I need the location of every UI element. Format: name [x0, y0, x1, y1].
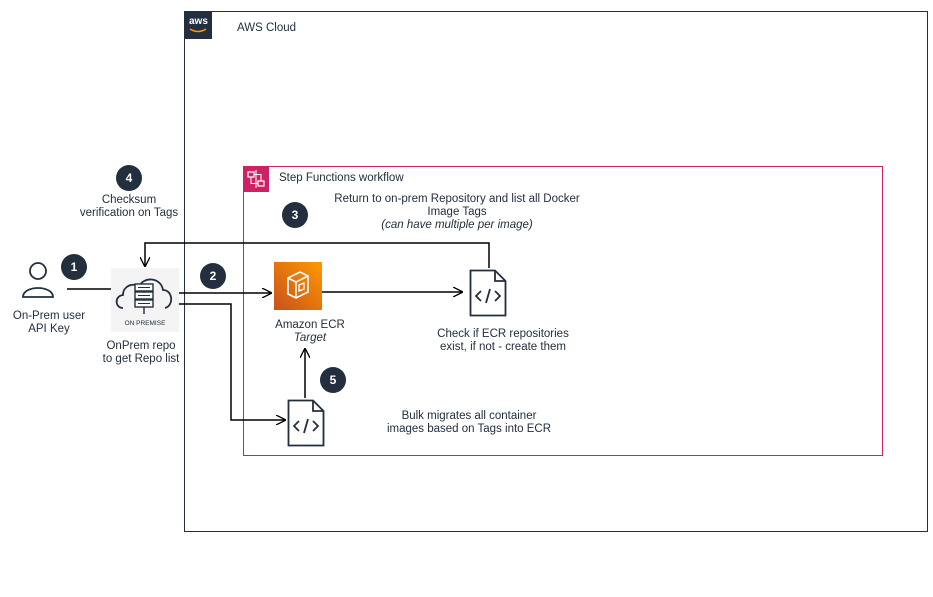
check-repos-code-icon [469, 269, 507, 322]
step4-text: Checksum verification on Tags [70, 194, 188, 220]
bulk-migrate-code-icon [287, 399, 325, 452]
step3-text: Return to on-prem Repository and list al… [316, 193, 598, 232]
step3-line3: (can have multiple per image) [381, 219, 533, 231]
aws-logo-text: aws [189, 16, 208, 27]
amazon-ecr-icon [274, 262, 322, 310]
check-repos-text: Check if ECR repositories exist, if not … [418, 328, 588, 354]
onprem-label: OnPrem repo to get Repo list [90, 340, 192, 366]
on-premise-caption: ON PREMISE [124, 320, 166, 327]
step-functions-group [243, 166, 883, 456]
ecr-role: Target [293, 332, 327, 344]
onprem-label-line2: to get Repo list [102, 353, 180, 365]
ecr-name: Amazon ECR [275, 319, 345, 331]
user-icon [21, 261, 55, 304]
step-2-badge: 2 [200, 263, 226, 289]
on-premise-server-icon: ON PREMISE [111, 268, 179, 332]
step-3-badge: 3 [282, 202, 308, 228]
aws-cloud-group [184, 11, 928, 532]
bulk-migrate-line1: Bulk migrates all container [401, 410, 537, 422]
check-to-onprem-return-arrow [145, 242, 490, 268]
user-label-line2: API Key [28, 323, 70, 335]
user-label: On-Prem user API Key [0, 310, 98, 336]
step4-line1: Checksum [101, 194, 157, 206]
bulk-migrate-text: Bulk migrates all container images based… [370, 410, 568, 436]
step3-line2: Image Tags [427, 206, 487, 218]
step-functions-icon [243, 166, 269, 192]
aws-cloud-label: AWS Cloud [237, 22, 297, 34]
step-5-badge: 5 [320, 367, 346, 393]
step-4-badge: 4 [116, 165, 142, 191]
step-1-badge: 1 [61, 254, 87, 280]
check-repos-line1: Check if ECR repositories [437, 328, 569, 340]
step4-line2: verification on Tags [79, 207, 179, 219]
step3-line1: Return to on-prem Repository and list al… [334, 193, 580, 205]
aws-logo-icon: aws [184, 11, 212, 39]
check-repos-line2: exist, if not - create them [440, 341, 566, 353]
onprem-to-bulk-arrow [179, 303, 285, 420]
onprem-label-line1: OnPrem repo [106, 340, 176, 352]
user-label-line1: On-Prem user [12, 310, 86, 322]
step-functions-label: Step Functions workflow [279, 172, 404, 184]
bulk-migrate-line2: images based on Tags into ECR [386, 423, 552, 435]
ecr-label: Amazon ECR Target [260, 319, 360, 345]
